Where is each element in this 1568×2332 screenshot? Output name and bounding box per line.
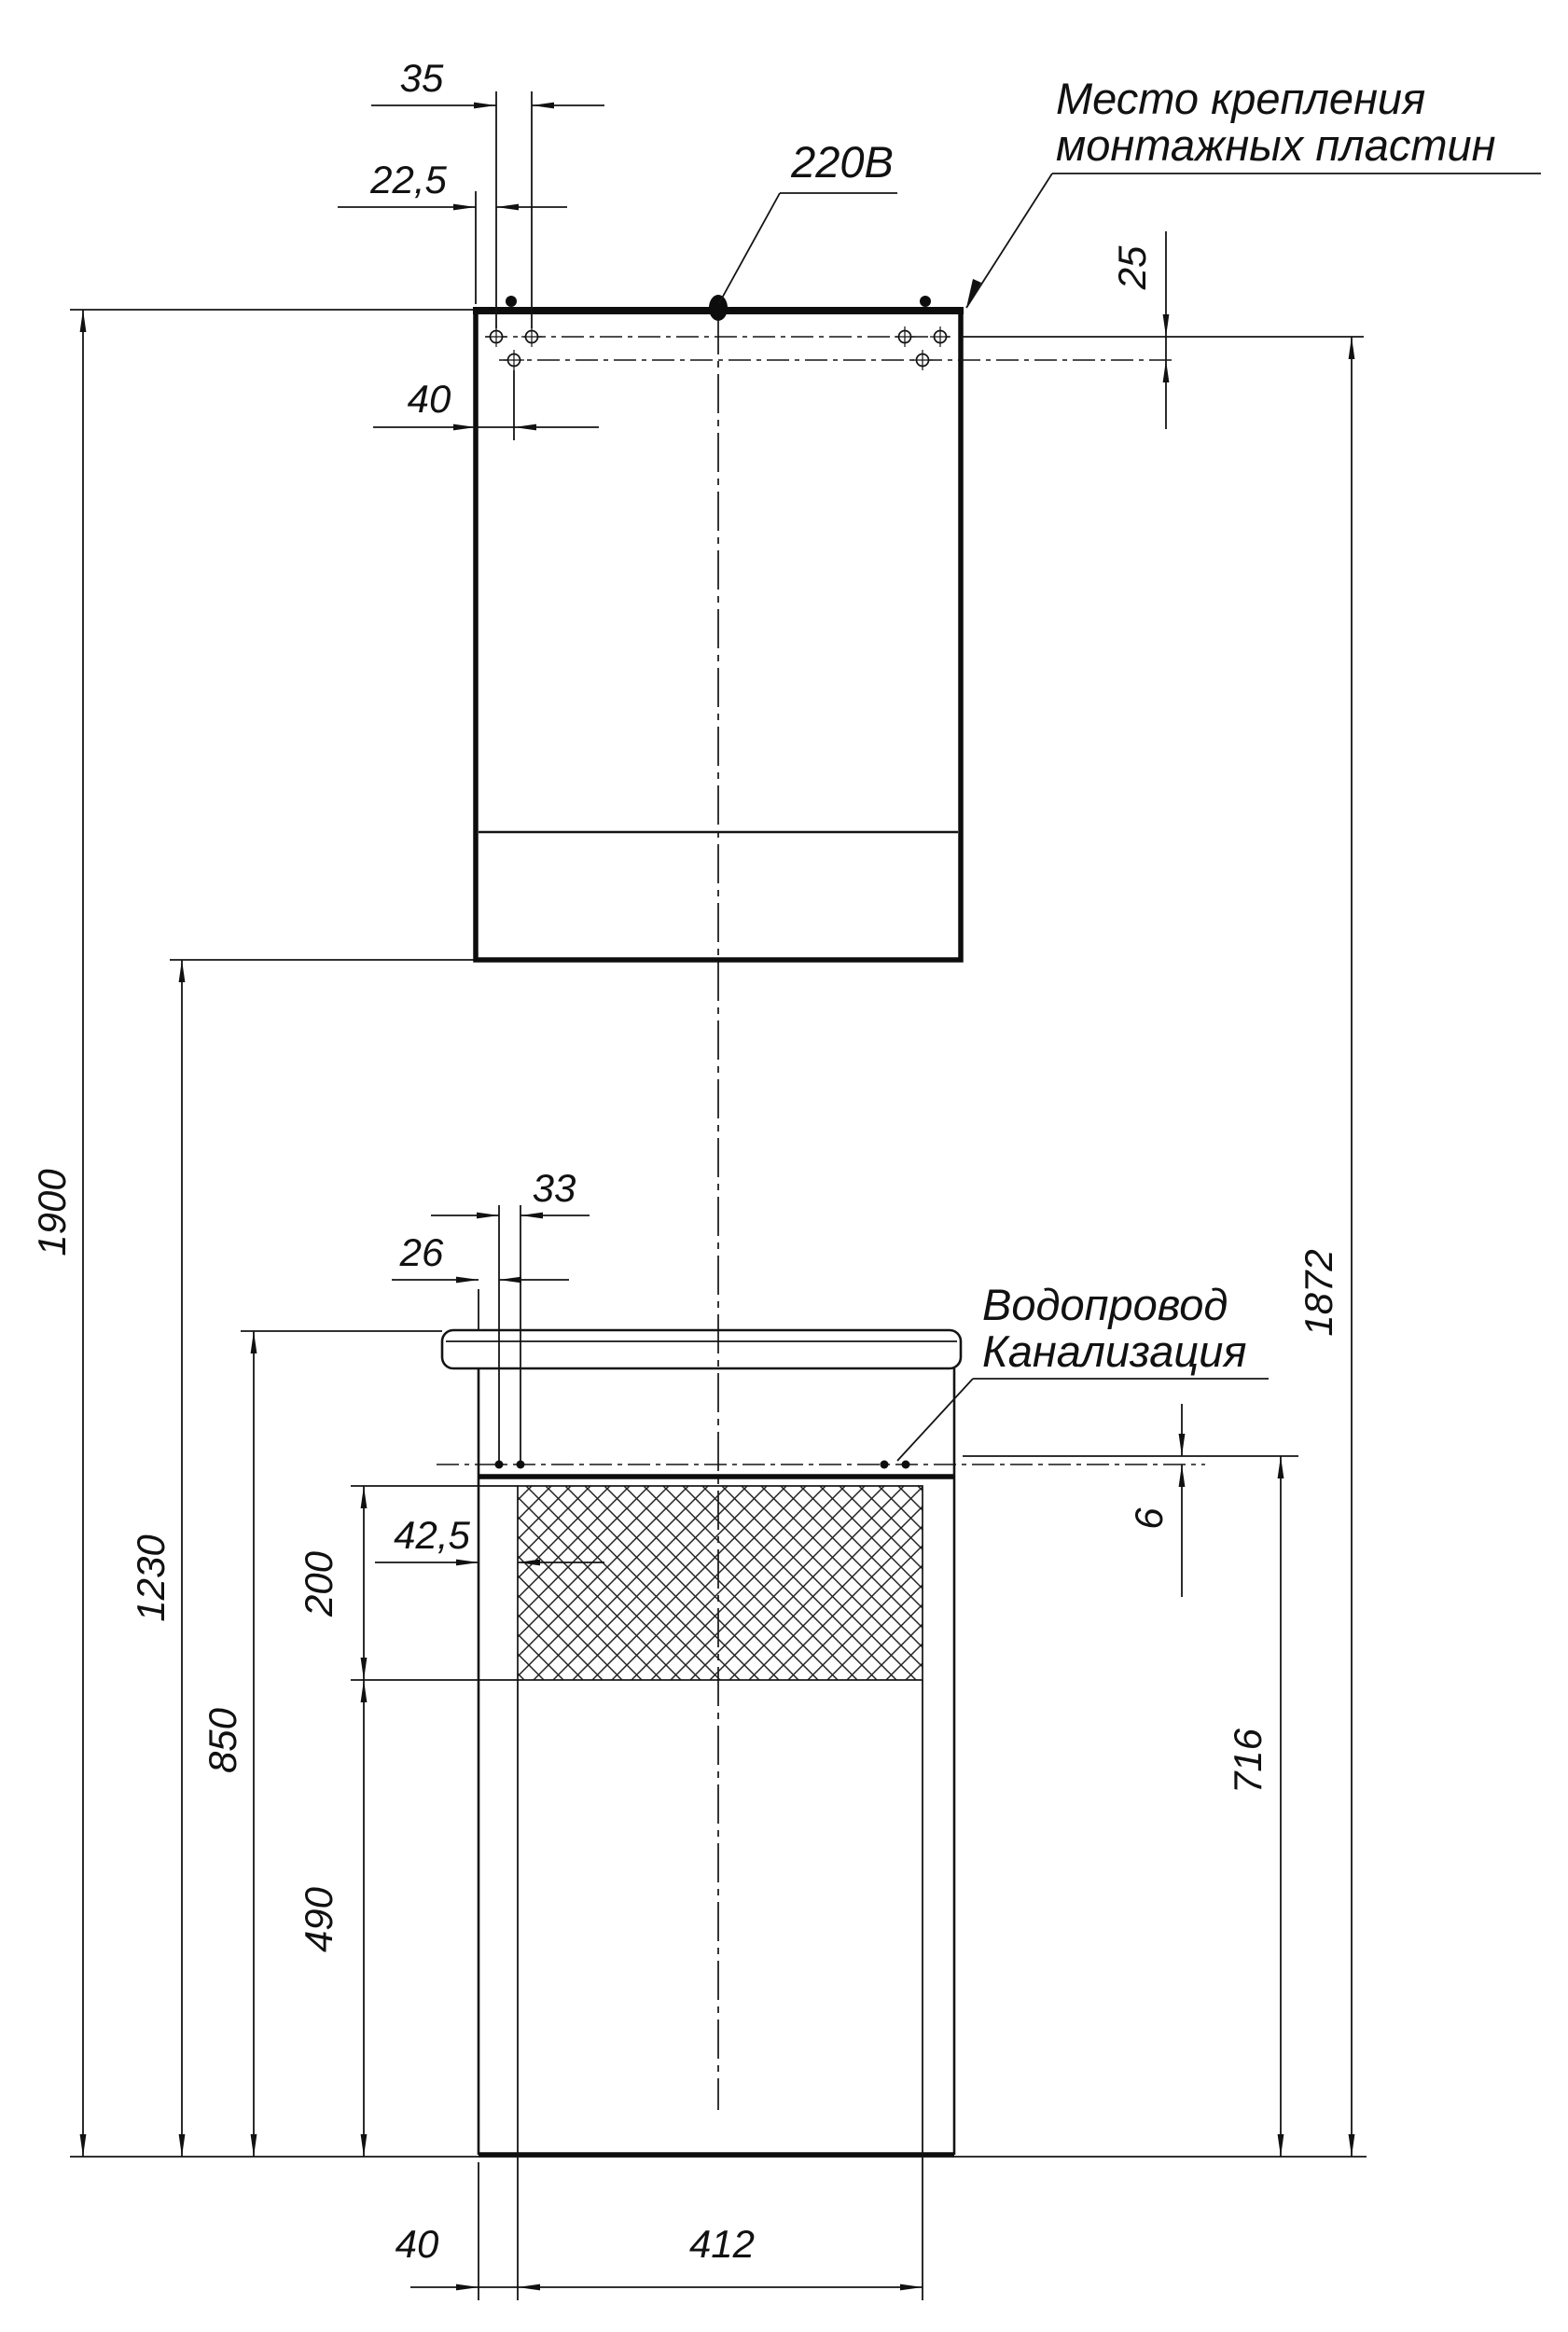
leader-power: 220В: [718, 137, 897, 304]
dim-42-5: 42,5: [375, 1513, 604, 1566]
dim-22-5: 22,5: [338, 158, 567, 304]
mounting-note-line2: монтажных пластин: [1056, 120, 1496, 170]
water-point: [494, 1460, 504, 1469]
dim-label-716: 716: [1226, 1728, 1270, 1794]
dim-25: 25: [1110, 231, 1170, 429]
countertop: [440, 1328, 963, 1370]
mounting-note-line1: Место крепления: [1056, 74, 1425, 123]
dim-label-200: 200: [297, 1550, 340, 1617]
dim-label-26: 26: [399, 1230, 444, 1274]
power-label: 220В: [790, 137, 894, 187]
dim-label-40-top: 40: [408, 377, 451, 421]
dim-label-40-bottom: 40: [395, 2222, 439, 2266]
dim-label-1230: 1230: [129, 1534, 173, 1622]
dim-40-bottom: 40: [395, 2162, 518, 2300]
leader-arrowhead: [966, 279, 981, 308]
water-point: [516, 1460, 525, 1469]
dim-200: 200: [297, 1485, 518, 1681]
dim-label-850: 850: [201, 1707, 244, 1773]
dim-850: 850: [201, 1330, 442, 2157]
mounting-holes: [486, 326, 951, 370]
dim-label-22-5: 22,5: [369, 158, 447, 201]
dim-40-top: 40: [373, 370, 599, 440]
plumbing-hatch-zone: [517, 1485, 923, 1681]
sewerage-label: Канализация: [982, 1326, 1247, 1376]
dim-716: 716: [1226, 1456, 1284, 2157]
dim-label-6: 6: [1127, 1507, 1171, 1530]
dim-33: 33: [431, 1166, 590, 1461]
dim-6: 6: [1127, 1404, 1186, 1597]
water-supply-label: Водопровод: [982, 1280, 1228, 1329]
mounting-plate-dot-right: [920, 296, 931, 307]
dim-label-412: 412: [689, 2222, 755, 2266]
dim-label-1872: 1872: [1297, 1249, 1340, 1336]
sewer-point: [880, 1460, 889, 1469]
dim-label-25: 25: [1110, 245, 1154, 290]
dim-1900: 1900: [30, 309, 474, 2157]
hole-symbol: [895, 326, 915, 347]
power-connection-dot: [709, 295, 728, 321]
mounting-plate-dot-left: [506, 296, 517, 307]
dim-1872: 1872: [1297, 337, 1355, 2157]
dim-label-33: 33: [533, 1166, 576, 1210]
dim-26: 26: [392, 1230, 569, 1330]
vanity-unit: [440, 1328, 963, 2300]
hole-symbol: [912, 350, 933, 370]
dim-label-35: 35: [400, 56, 444, 100]
hole-symbol: [504, 350, 524, 370]
dim-412: 412: [518, 2222, 923, 2291]
dim-label-490: 490: [297, 1886, 340, 1952]
dim-1230: 1230: [129, 959, 474, 2157]
sewer-point: [901, 1460, 910, 1469]
leader-mounting-plates: Место крепления монтажных пластин: [965, 74, 1541, 309]
leader-plumbing: Водопровод Канализация: [896, 1280, 1269, 1462]
dim-label-42-5: 42,5: [394, 1513, 470, 1557]
hole-symbol: [930, 326, 951, 347]
dim-label-1900: 1900: [30, 1169, 74, 1256]
dim-490: 490: [297, 1680, 368, 2157]
hole-symbol: [486, 326, 506, 347]
hole-symbol: [521, 326, 542, 347]
